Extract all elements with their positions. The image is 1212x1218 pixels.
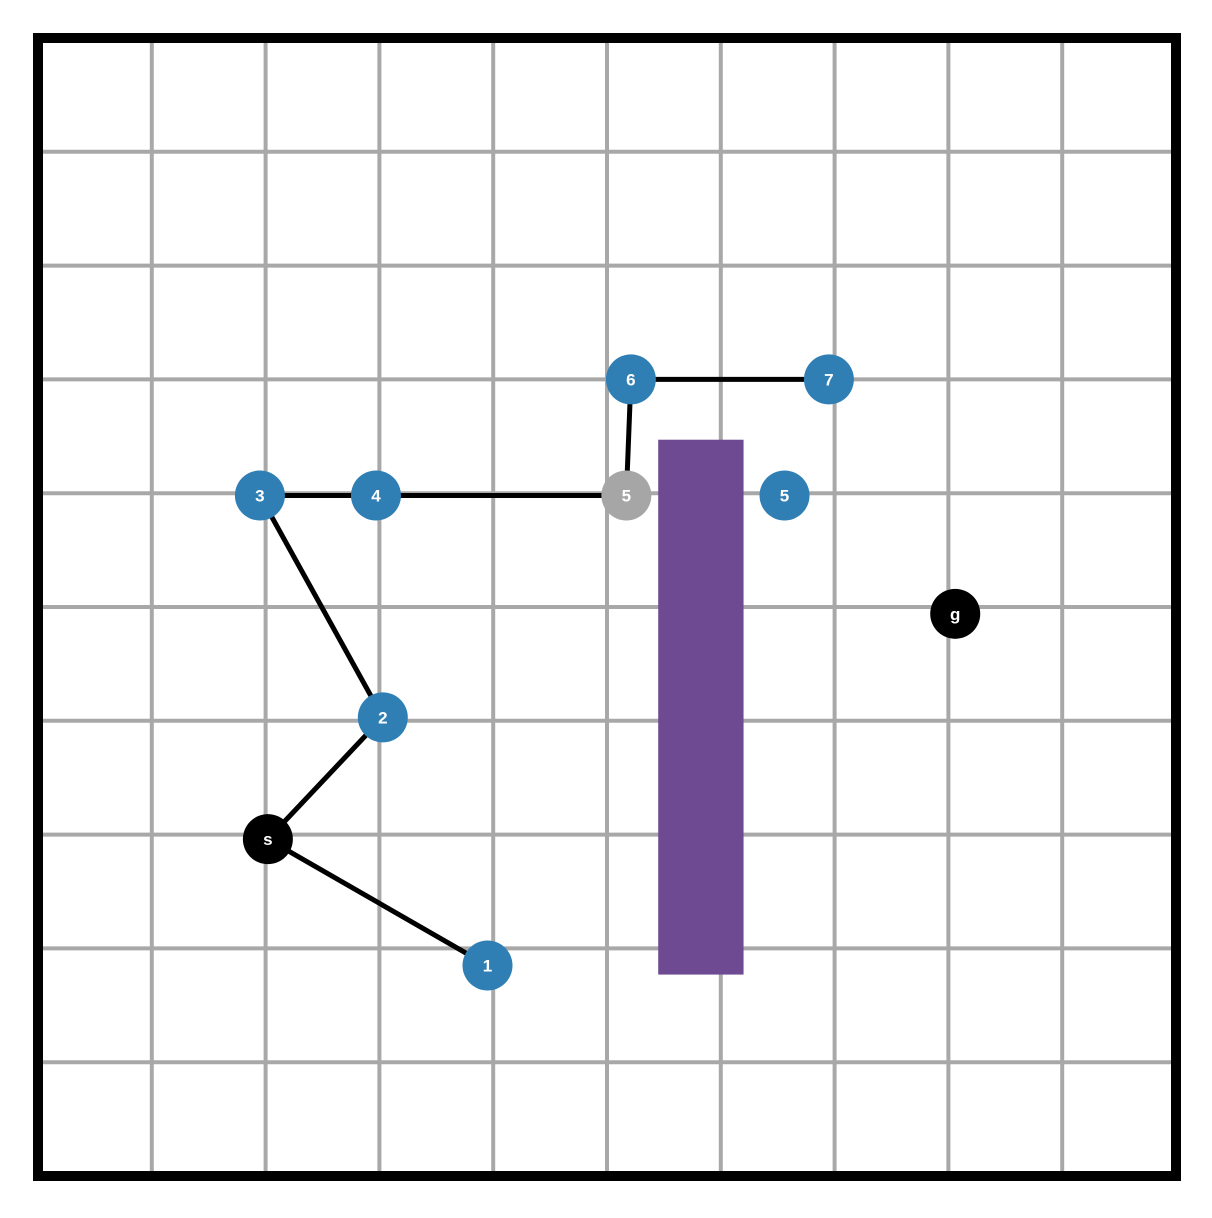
- edge-n2-n3: [257, 492, 386, 720]
- node-label: 2: [378, 708, 387, 727]
- node-circle: [759, 470, 810, 521]
- node-n5b: 5: [759, 470, 810, 521]
- node-s: s: [242, 814, 293, 865]
- node-label: g: [950, 605, 960, 624]
- board-frame: [33, 33, 1181, 1181]
- obstacle-wall: [658, 439, 744, 975]
- node-label: 5: [780, 486, 789, 505]
- node-n4: 4: [350, 470, 401, 521]
- node-label: s: [263, 830, 272, 849]
- grid-lines: [38, 38, 1176, 1176]
- obstacle-layer: [658, 439, 744, 975]
- node-n2: 2: [357, 692, 408, 743]
- edge-s-n1: [265, 836, 491, 968]
- node-label: 3: [255, 486, 264, 505]
- node-label: 4: [371, 486, 381, 505]
- node-circle: [242, 814, 293, 865]
- node-n1: 1: [462, 940, 513, 991]
- node-circle: [803, 354, 854, 405]
- node-circle: [350, 470, 401, 521]
- node-circle: [234, 470, 285, 521]
- node-circle: [462, 940, 513, 991]
- node-circle: [601, 470, 652, 521]
- node-n5a: 5: [601, 470, 652, 521]
- node-label: 1: [483, 956, 492, 975]
- edge-s-n2: [265, 714, 386, 842]
- node-label: 5: [622, 486, 631, 505]
- node-n6: 6: [605, 354, 656, 405]
- node-n7: 7: [803, 354, 854, 405]
- node-circle: [930, 588, 981, 639]
- node-circle: [605, 354, 656, 405]
- node-label: 7: [824, 370, 833, 389]
- node-circle: [357, 692, 408, 743]
- node-g: g: [930, 588, 981, 639]
- node-label: 6: [626, 370, 635, 389]
- node-n3: 3: [234, 470, 285, 521]
- node-layer: s g 1 2 3 4 5 5 6 7: [234, 354, 981, 991]
